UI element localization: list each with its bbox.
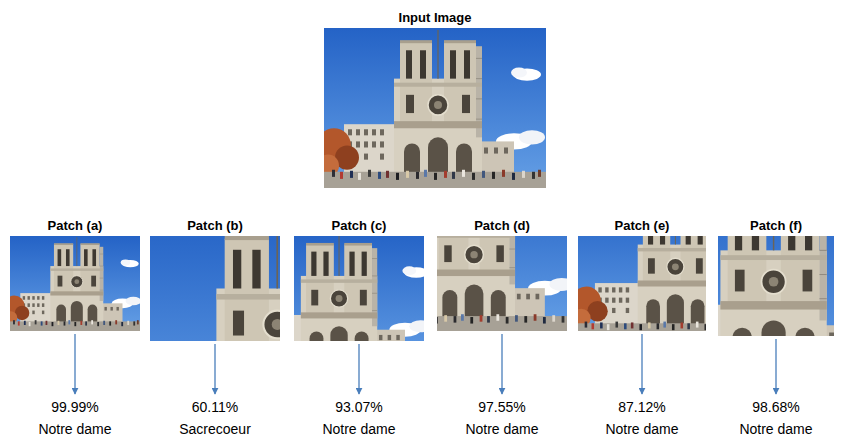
prediction-result: 99.99%Notre dame [34, 396, 116, 440]
scene-part [0, 224, 166, 344]
prediction-result: 87.12%Notre dame [601, 396, 683, 440]
result-arrow [74, 334, 75, 394]
patch-heading: Patch (c) [294, 216, 424, 236]
prediction-result: 93.07%Notre dame [318, 396, 400, 440]
image-patch: Patch (e) [578, 216, 706, 331]
scene-part [331, 165, 612, 351]
scene-part [205, 215, 467, 389]
scene-part [64, 192, 482, 447]
image-area [10, 236, 140, 331]
image-patch: Input Image [324, 8, 546, 188]
patch-heading: Input Image [324, 8, 546, 28]
patch-photo [64, 192, 482, 447]
image-patch: Patch (c) [294, 216, 424, 341]
patch-heading: Patch (a) [10, 216, 140, 236]
class-label: Sacrecoeur [175, 418, 255, 440]
prediction-result: 98.68%Notre dame [735, 396, 817, 440]
class-label: Notre dame [34, 418, 116, 440]
class-label: Notre dame [601, 418, 683, 440]
confidence-score: 99.99% [34, 396, 116, 418]
result-arrow [358, 344, 359, 394]
image-area [150, 236, 280, 341]
result-arrow [501, 334, 502, 394]
class-label: Notre dame [318, 418, 400, 440]
image-area [437, 236, 567, 331]
scene-part [284, 8, 586, 211]
image-patch: Patch (b) [150, 216, 280, 341]
patch-heading: Patch (d) [437, 216, 567, 236]
confidence-score: 97.55% [461, 396, 543, 418]
image-area [578, 236, 706, 331]
input-photo [284, 8, 586, 211]
patch-photo [205, 215, 467, 389]
result-arrow [214, 344, 215, 394]
confidence-score: 60.11% [175, 396, 255, 418]
prediction-result: 60.11%Sacrecoeur [175, 396, 255, 440]
image-area [718, 236, 834, 336]
confidence-score: 87.12% [601, 396, 683, 418]
image-area [294, 236, 424, 341]
image-patch: Patch (a) [10, 216, 140, 331]
prediction-result: 97.55%Notre dame [461, 396, 543, 440]
image-patch: Patch (f) [718, 216, 834, 336]
patch-photo [0, 224, 166, 344]
patch-heading: Patch (e) [578, 216, 706, 236]
patch-heading: Patch (f) [718, 216, 834, 236]
confidence-score: 93.07% [318, 396, 400, 418]
class-label: Notre dame [735, 418, 817, 440]
class-label: Notre dame [461, 418, 543, 440]
image-patch: Patch (d) [437, 216, 567, 331]
result-arrow [775, 339, 776, 394]
patch-heading: Patch (b) [150, 216, 280, 236]
patch-photo [588, 166, 841, 408]
image-area [324, 28, 546, 188]
patch-photo [331, 165, 612, 351]
result-arrow [641, 334, 642, 394]
confidence-score: 98.68% [735, 396, 817, 418]
scene-part [588, 166, 841, 408]
